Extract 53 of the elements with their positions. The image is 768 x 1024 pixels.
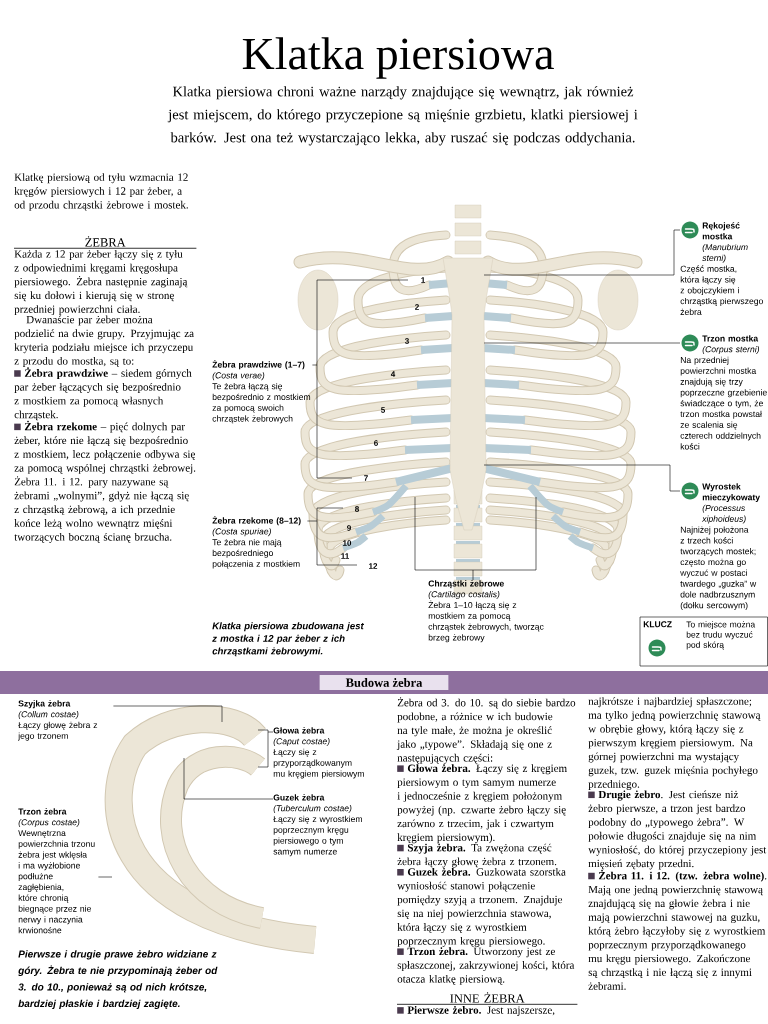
leader-line (483, 342, 681, 344)
rib-number: 5 (381, 407, 385, 413)
body-paragraph: Dwanaście par żeber można podzielić na dwie grupy. Przyjmując za kryteria podziału miejsce ich przyczepu z przodu do mostka, są to: (14, 315, 194, 367)
body-paragraph: Drugie żebro. Jest cieńsze niż żebro pierwsze, a trzon jest bardzo podobny do „typowego żebra”. W połowie długości znajduje się na nim wyniosłość, do której przyczepiony jest mięsień zębaty przedni. (588, 790, 767, 870)
callout-label: Szyjka żebra (Collum costae) Łączy głowę żebra z jego trzonem (18, 700, 98, 741)
body-paragraph: Pierwsze żebro. Jest najszersze, (397, 1006, 555, 1016)
intro-paragraph: Klatka piersiowa chroni ważne narządy znajdujące się wewnątrz, jak również jest miejscem, do którego przyczepione są mięśnie grzbietu, klatki piersiowej i barków. Jest ona też wystarczająco lekka, aby ruszać się podczas oddychania. (167, 86, 638, 146)
figure-caption: Klatka piersiowa zbudowana jest z mostka i 12 par żeber z ich chrząstkami żebrowymi. (212, 622, 365, 657)
leader-line (483, 464, 681, 492)
rib-number: 6 (374, 440, 378, 446)
rib-number: 10 (343, 540, 352, 546)
leader-line (113, 705, 223, 723)
rib-number: 8 (355, 506, 359, 512)
section-heading: ŻEBRA (85, 236, 126, 247)
callout-label: Żebra prawdziwe (1–7) (Costa verae) Te żebra łączą się bezpośrednio z mostkiem za pomocą swoich chrząstek żebrowych (212, 360, 311, 424)
body-paragraph: Każda z 12 par żeber łączy się z tyłu z odpowiednimi kręgami kręgosłupa piersiowego. Żebra następnie zaginają się ku dołowi i kierują się w stronę przedniej powierzchni ciała. (14, 249, 188, 316)
rib-number: 2 (415, 304, 419, 310)
callout-label: Trzon żebra (Corpus costae) Wewnętrzna powierzchnia trzonu żebra jest wklęsła i ma wyżłobione podłużne zagłębienia, które chronią biegnące przez nie nerwy i naczynia krwionośne (18, 808, 95, 934)
callout-label: Wyrostek mieczykowaty (Processus xiphoideus) Najniżej położona z trzech kości tworzących mostek; często można go wyczuć w postaci twardego „guzka” w dole nadbrzusznym (dołku sercowym) (680, 483, 760, 610)
section-band: Budowa żebra (0, 671, 768, 694)
body-paragraph: Klatkę piersiową od tyłu wzmacnia 12 kręgów piersiowych i 12 par żeber, a od przodu chrząstki żebrowe i mostek. (14, 173, 188, 211)
body-paragraph: Szyja żebra. Ta zwężona część żebra łączy głowę żebra z trzonem. (397, 843, 557, 868)
callout-label: Chrząstki żebrowe (Cartilago costalis) Żebra 1–10 łączą się z mostkiem za pomocą chrząstek żebrowych, tworząc brzeg żebrowy (428, 580, 544, 643)
figure-caption: Pierwsze i drugie prawe żebro widziane z góry. Żebra te nie przypominają żeber od 3. do 10., ponieważ są od nich krótsze, bardziej płaskie i bardziej zagięte. (18, 950, 218, 1010)
rib-number: 7 (364, 475, 368, 481)
leader-line (312, 279, 409, 479)
leader-line (183, 757, 274, 800)
callout-label: Trzon mostka (Corpus sterni) Na przedniej powierzchni mostka znajdują się trzy poprzeczne grzebienie świadczące o tym, że trzon mostka powstał ze scalenia się czterech oddzielnych kości (680, 335, 767, 450)
rib-number: 1 (421, 277, 425, 283)
callout-label: Głowa żebra (Caput costae) Łączy się z przyporządkowanym mu kręgiem piersiowym (273, 727, 364, 779)
leader-line (414, 496, 537, 581)
legend-title: KLUCZ (643, 621, 672, 628)
legend-text: To miejsce można bez trudu wyczuć pod skórą (686, 621, 756, 650)
body-paragraph: Żebra 11. i 12. (tzw. żebra wolne). Mają one jedną powierzchnię stawową znajdującą się na głowie żebra i nie mają powierzchni stawowej na guzku, którą żebro łączyłoby się z wyrostkiem poprzecznym przyporządkowanego mu kręgu piersiowego. Zakończone są chrząstką i nie łączą się z innymi żebrami. (588, 869, 767, 990)
leader-line (98, 876, 113, 878)
leader-line (257, 729, 274, 768)
callout-label: Żebra rzekome (8–12) (Costa spuriae) Te żebra nie mają bezpośredniego połączenia z mostkiem (212, 516, 301, 569)
body-paragraph: Trzon żebra. Utworzony jest ze spłaszczonej, zakrzywionej kości, która otacza klatkę piersiową. (397, 947, 575, 985)
rib-number: 4 (390, 371, 396, 377)
body-paragraph: Guzek żebra. Guzkowata szorstka wyniosłość stanowi połączenie pomiędzy szyją a trzonem. Znajduje się na niej powierzchnia stawowa, która łączy się z wyrostkiem poprzecznym kręgu piersiowego. (397, 867, 566, 947)
callout-label: Rękojeść mostka (Manubrium sterni) Część mostka, która łączy się z obojczykiem i chrząstką pierwszego żebra (680, 222, 763, 315)
title: Klatka piersiowa (242, 37, 554, 79)
section-heading: INNE ŻEBRA (450, 992, 525, 1003)
rib-number: 12 (369, 563, 378, 569)
rib-number: 9 (347, 525, 351, 531)
body-paragraph: Głowa żebra. Łączy się z kręgiem piersiowym o tym samym numerze i jednocześnie z kręgiem położonym powyżej (np. czwarte żebro łączy się zarówno z trzecim, jak i czwartym kręgiem piersiowym). (397, 764, 567, 844)
callout-label: Guzek żebra (Tuberculum costae) Łączy się z wyrostkiem poprzecznym kręgu piersiowego o tym samym numerze (273, 794, 362, 857)
leader-line (483, 229, 681, 276)
rib-number: 3 (404, 338, 409, 344)
body-paragraph: Żebra prawdziwe – siedem górnych par żeber łączących się bezpośrednio z mostkiem za pomocą własnych chrząstek. (14, 367, 192, 421)
leader-line (307, 507, 358, 566)
body-paragraph: Żebra rzekome – pięć dolnych par żeber, które nie łączą się bezpośrednio z mostkiem, lecz połączenie odbywa się za pomocą wspólnej chrząstki żebrowej. Żebra 11. i 12. pary nazywane są żebrami „wolnymi”, gdyż nie łączą się z chrząstką żebrową, a ich przednie końce leżą wolno wewnątrz mięśni tworzących boczną ścianę brzucha. (14, 420, 196, 543)
rib-number: 11 (341, 553, 349, 559)
